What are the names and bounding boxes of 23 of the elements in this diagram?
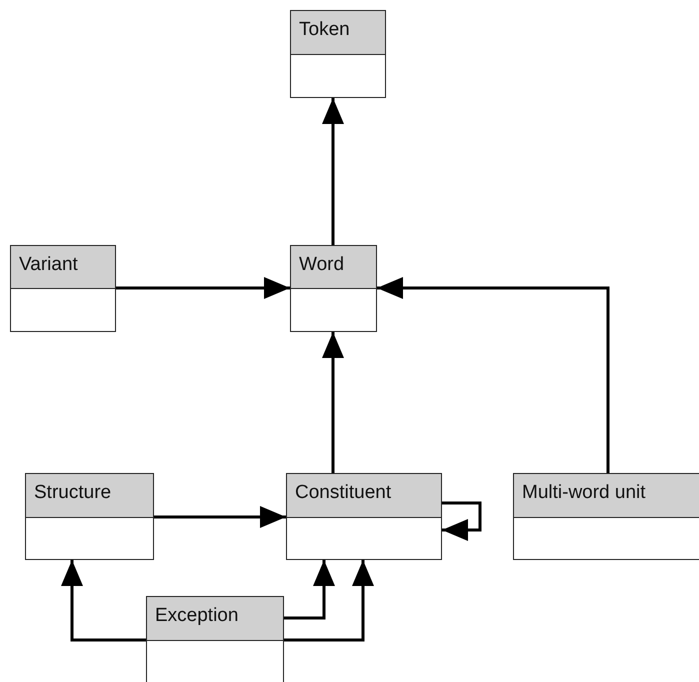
class-name: Constituent (295, 482, 392, 504)
class-box (146, 596, 284, 682)
class-name: Multi-word unit (522, 482, 646, 504)
class-name: Structure (34, 482, 112, 504)
class-name: Word (299, 254, 344, 276)
arrow (154, 506, 286, 528)
arrow (116, 277, 290, 299)
class-box (290, 245, 377, 332)
class-box (286, 473, 442, 560)
arrow (322, 332, 344, 473)
class-name: Exception (155, 605, 238, 627)
class-box (10, 245, 116, 332)
arrow (284, 560, 374, 642)
arrow (322, 98, 344, 245)
class-box (290, 10, 386, 98)
arrow (284, 560, 335, 620)
class-name: Token (299, 19, 350, 41)
class-box (25, 473, 154, 560)
class-name: Variant (19, 254, 78, 276)
class-box (513, 473, 699, 560)
arrow (442, 502, 482, 541)
arrow (61, 560, 146, 642)
arrow (377, 277, 610, 473)
